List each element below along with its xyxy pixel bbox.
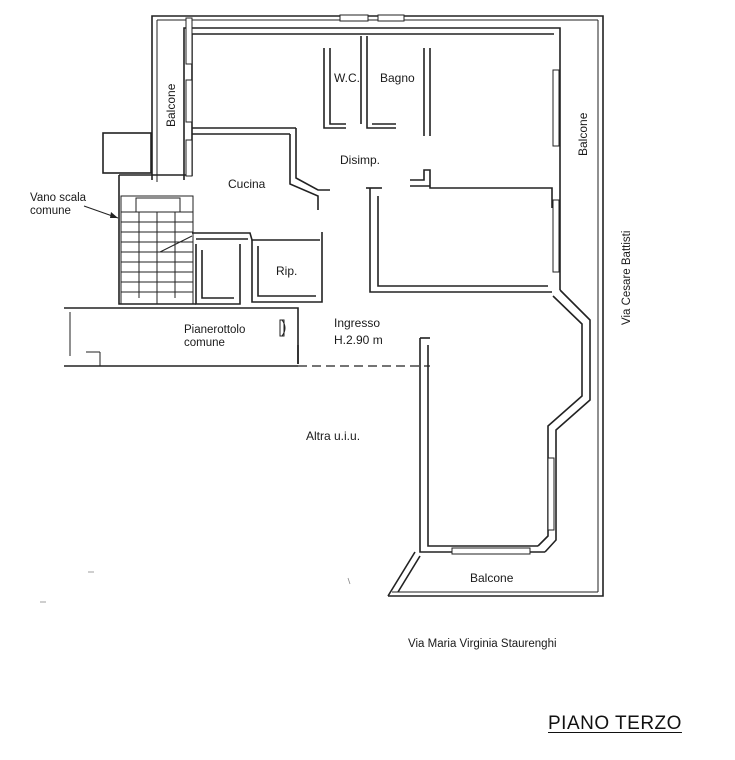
label-street-south: Via Maria Virginia Staurenghi — [408, 638, 557, 650]
label-balcone-west: Balcone — [164, 83, 178, 127]
staircase — [120, 195, 194, 305]
label-pianerottolo: Pianerottolo — [184, 324, 245, 336]
label-ingresso: Ingresso — [334, 316, 380, 330]
stair-leader-arrow — [110, 212, 118, 218]
label-altra-uiu: Altra u.i.u. — [306, 429, 360, 443]
label-balcone-south: Balcone — [470, 571, 514, 585]
entrance-door — [279, 319, 299, 364]
label-ripostiglio: Rip. — [276, 264, 297, 278]
label-ceiling-height: H.2.90 m — [334, 333, 383, 347]
outer-boundary — [151, 15, 604, 597]
scan-marks — [40, 571, 351, 603]
floor-title: PIANO TERZO — [548, 713, 682, 734]
interior-walls — [64, 36, 553, 367]
label-pianerottolo-comune: comune — [184, 337, 225, 349]
label-wc: W.C. — [334, 71, 360, 85]
label-vano-scala-comune: comune — [30, 205, 71, 217]
label-balcone-east: Balcone — [576, 112, 590, 156]
label-cucina: Cucina — [228, 177, 266, 191]
windows — [185, 14, 560, 555]
label-disimpegno: Disimp. — [340, 153, 380, 167]
label-bagno: Bagno — [380, 71, 415, 85]
label-vano-scala: Vano scala — [30, 192, 87, 204]
label-street-east: Via Cesare Battisti — [621, 231, 633, 325]
